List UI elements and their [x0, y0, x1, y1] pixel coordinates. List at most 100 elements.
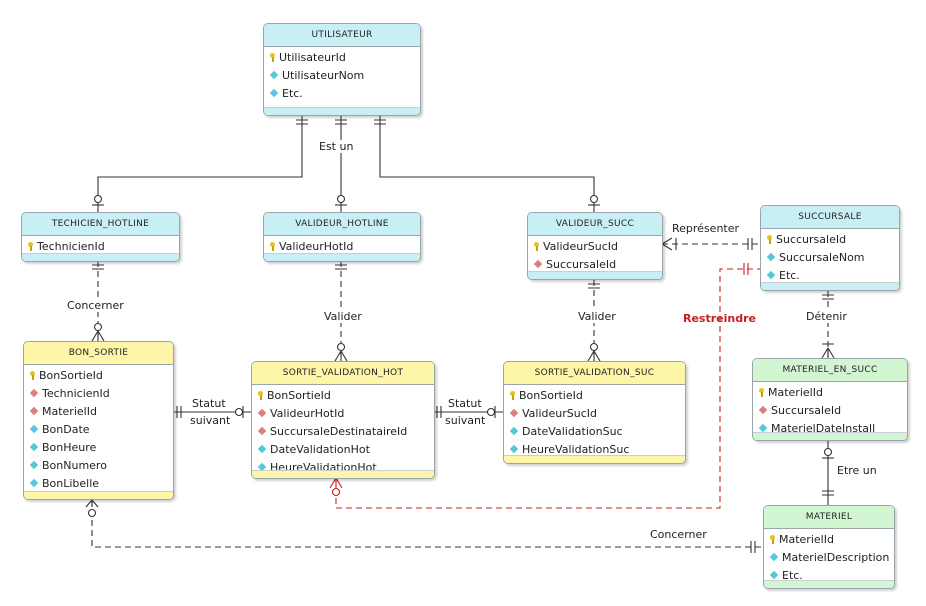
attribute-icon: [29, 424, 39, 434]
entity-field: MaterielDateInstall: [753, 420, 907, 438]
field-name: TechnicienId: [37, 240, 105, 253]
foreign-key-icon: [29, 406, 39, 416]
label-valider-suc: Valider: [577, 310, 617, 323]
attribute-icon: [257, 444, 267, 454]
field-name: BonHeure: [42, 441, 97, 454]
field-name: SuccursaleNom: [779, 251, 865, 264]
entity-field: BonDate: [24, 421, 173, 439]
entity-field: BonLibelle: [24, 475, 173, 493]
entity-field: Etc.: [764, 567, 894, 585]
label-suivant-2: suivant: [445, 414, 486, 427]
entity-field: DateValidationHot: [252, 441, 434, 459]
attribute-icon: [758, 423, 768, 433]
field-name: SuccursaleDestinataireId: [270, 425, 408, 438]
field-name: MaterielDateInstall: [771, 422, 876, 435]
attribute-icon: [509, 444, 519, 454]
entity-field: MaterielId: [753, 384, 907, 402]
label-restreindre: Restreindre: [683, 312, 756, 325]
primary-key-icon: [510, 390, 515, 400]
entity-title: SUCCURSALE: [761, 206, 899, 229]
entity-field: UtilisateurNom: [264, 67, 420, 85]
label-etre-un: Etre un: [836, 464, 878, 477]
label-valider-hot: Valider: [323, 310, 363, 323]
field-name: BonSortieId: [39, 369, 103, 382]
field-name: ValideurSucId: [522, 407, 597, 420]
entity-field: SuccursaleId: [753, 402, 907, 420]
field-name: ValideurSucId: [543, 240, 618, 253]
label-concerner-materiel: Concerner: [649, 528, 708, 541]
entity-field: MaterielDescription: [764, 549, 894, 567]
primary-key-icon: [270, 52, 275, 62]
field-name: SuccursaleId: [776, 233, 847, 246]
entity-field: BonNumero: [24, 457, 173, 475]
entity-title: VALIDEUR_SUCC: [528, 213, 662, 236]
line-restreindre: [335, 268, 760, 509]
entity-title: MATERIEL: [764, 506, 894, 529]
primary-key-icon: [759, 387, 764, 397]
field-name: ValideurHotId: [279, 240, 354, 253]
entity-field: ValideurHotId: [264, 238, 420, 256]
entity-techicien-hotline: TECHICIEN_HOTLINE TechnicienId: [21, 212, 180, 262]
entity-valideur-hotline: VALIDEUR_HOTLINE ValideurHotId: [263, 212, 421, 262]
field-name: HeureValidationSuc: [522, 443, 630, 456]
field-name: BonSortieId: [519, 389, 583, 402]
field-name: MaterielId: [779, 533, 834, 546]
primary-key-icon: [770, 534, 775, 544]
label-detenir: Détenir: [805, 310, 848, 323]
entity-field: BonSortieId: [504, 387, 685, 405]
foreign-key-icon: [257, 408, 267, 418]
entity-field: ValideurHotId: [252, 405, 434, 423]
attribute-icon: [766, 252, 776, 262]
entity-title: VALIDEUR_HOTLINE: [264, 213, 420, 236]
entity-field: ValideurSucId: [528, 238, 662, 256]
field-name: UtilisateurNom: [282, 69, 365, 82]
field-name: Etc.: [782, 569, 803, 582]
entity-title: SORTIE_VALIDATION_HOT: [252, 362, 434, 385]
foreign-key-icon: [257, 426, 267, 436]
attribute-icon: [29, 442, 39, 452]
attribute-icon: [29, 478, 39, 488]
entity-field: SuccursaleId: [761, 231, 899, 249]
primary-key-icon: [534, 241, 539, 251]
attribute-icon: [509, 426, 519, 436]
foreign-key-icon: [533, 259, 543, 269]
attribute-icon: [766, 270, 776, 280]
attribute-icon: [769, 570, 779, 580]
entity-field: MaterielId: [24, 403, 173, 421]
attribute-icon: [269, 70, 279, 80]
primary-key-icon: [28, 241, 33, 251]
field-name: SuccursaleId: [771, 404, 842, 417]
primary-key-icon: [767, 234, 772, 244]
field-name: Etc.: [779, 269, 800, 282]
attribute-icon: [29, 460, 39, 470]
entity-field: Etc.: [761, 267, 899, 285]
field-name: Etc.: [282, 87, 303, 100]
entity-title: SORTIE_VALIDATION_SUC: [504, 362, 685, 385]
entity-title: TECHICIEN_HOTLINE: [22, 213, 179, 236]
entity-field: TechnicienId: [24, 385, 173, 403]
entity-title: MATERIEL_EN_SUCC: [753, 359, 907, 382]
field-name: BonLibelle: [42, 477, 100, 490]
field-name: BonDate: [42, 423, 90, 436]
attribute-icon: [769, 552, 779, 562]
entity-fields: ValideurHotId: [264, 236, 420, 256]
entity-fields: TechnicienId: [22, 236, 179, 256]
field-name: BonSortieId: [267, 389, 331, 402]
field-name: MaterielId: [42, 405, 97, 418]
foreign-key-icon: [29, 388, 39, 398]
foreign-key-icon: [758, 405, 768, 415]
field-name: DateValidationSuc: [522, 425, 623, 438]
